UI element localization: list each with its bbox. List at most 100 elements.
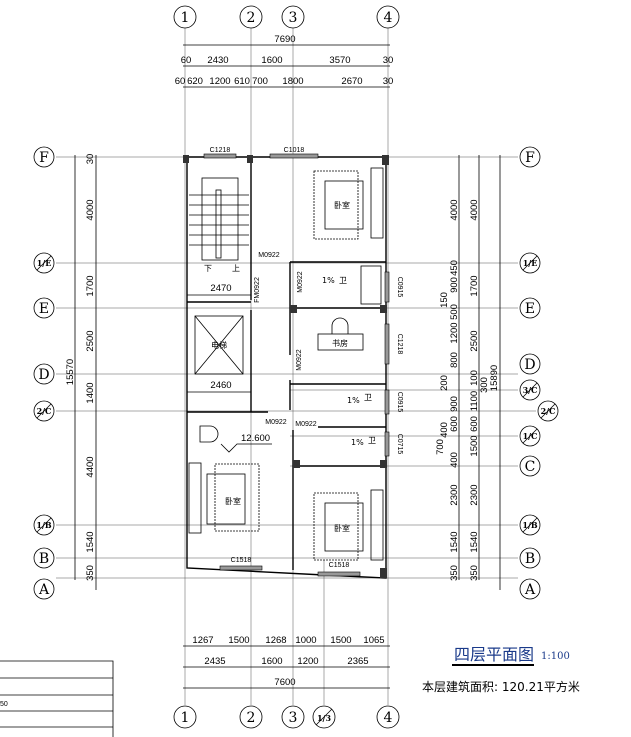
svg-text:60: 60 xyxy=(175,76,186,87)
bed-north: 卧室 xyxy=(313,167,384,240)
svg-text:1500: 1500 xyxy=(228,635,249,646)
svg-text:1500: 1500 xyxy=(469,435,480,456)
svg-text:1/B: 1/B xyxy=(522,520,537,530)
svg-text:1400: 1400 xyxy=(85,382,96,403)
svg-text:300: 300 xyxy=(479,377,490,393)
svg-text:2300: 2300 xyxy=(469,484,480,505)
svg-text:15570: 15570 xyxy=(65,359,76,385)
svg-text:30: 30 xyxy=(85,154,96,165)
svg-text:卧室: 卧室 xyxy=(225,496,241,506)
svg-text:1500: 1500 xyxy=(330,635,351,646)
bathroom-3: 1% 卫 xyxy=(351,436,376,447)
svg-text:700: 700 xyxy=(435,439,446,455)
axis-bubbles-bottom: 1 2 3 1/3 4 xyxy=(173,705,400,729)
bottom-dimensions: 1267 1500 1268 1000 1500 1065 2435 1600 … xyxy=(183,635,390,689)
svg-text:1540: 1540 xyxy=(85,531,96,552)
svg-text:1200: 1200 xyxy=(449,322,460,343)
svg-text:60: 60 xyxy=(181,55,192,66)
svg-text:3/C: 3/C xyxy=(523,385,538,395)
svg-text:B: B xyxy=(39,551,49,567)
svg-text:1700: 1700 xyxy=(469,275,480,296)
svg-text:D: D xyxy=(38,367,49,383)
svg-text:1267: 1267 xyxy=(192,635,213,646)
svg-text:C: C xyxy=(525,459,536,475)
svg-text:400: 400 xyxy=(449,452,460,468)
svg-text:1/B: 1/B xyxy=(36,520,51,530)
svg-text:E: E xyxy=(525,301,535,317)
svg-text:4000: 4000 xyxy=(85,199,96,220)
elevator: 电梯 2460 xyxy=(187,315,251,393)
svg-text:150: 150 xyxy=(439,292,450,308)
svg-text:2470: 2470 xyxy=(210,283,231,294)
svg-text:100: 100 xyxy=(469,370,480,386)
svg-text:2500: 2500 xyxy=(85,330,96,351)
walls xyxy=(183,155,389,579)
drawing-title: 四层平面图 1:100 本层建筑面积: 120.21平方米 xyxy=(422,645,580,694)
svg-text:4: 4 xyxy=(384,710,393,726)
level-marker: 12.600 xyxy=(199,425,272,453)
top-dimensions: 7690 60 2430 1600 3570 30 60 620 1200 61… xyxy=(175,34,393,88)
svg-text:1:100: 1:100 xyxy=(541,651,570,662)
svg-text:600: 600 xyxy=(449,416,460,432)
svg-text:书房: 书房 xyxy=(332,338,348,348)
svg-text:E: E xyxy=(39,301,49,317)
svg-text:7690: 7690 xyxy=(274,34,295,45)
title-block-table: 50 xyxy=(0,660,114,737)
svg-text:1%: 1% xyxy=(347,396,360,405)
svg-text:2300: 2300 xyxy=(449,484,460,505)
svg-text:1200: 1200 xyxy=(297,656,318,667)
bathroom-1: 1% 卫 xyxy=(322,265,382,305)
svg-text:上: 上 xyxy=(232,264,240,273)
svg-text:1268: 1268 xyxy=(265,635,286,646)
svg-text:C1518: C1518 xyxy=(231,557,252,564)
svg-text:350: 350 xyxy=(469,565,480,581)
axis-bubbles-top: 1 2 3 4 xyxy=(173,5,400,29)
svg-text:M0922: M0922 xyxy=(258,252,280,259)
svg-text:2: 2 xyxy=(247,710,256,726)
svg-text:卫: 卫 xyxy=(339,276,347,285)
svg-text:1065: 1065 xyxy=(363,635,384,646)
svg-text:2460: 2460 xyxy=(210,380,231,391)
svg-text:1000: 1000 xyxy=(295,635,316,646)
svg-text:2500: 2500 xyxy=(469,330,480,351)
svg-text:A: A xyxy=(38,582,50,598)
svg-text:900: 900 xyxy=(449,277,460,293)
svg-text:C1518: C1518 xyxy=(329,562,350,569)
svg-text:M0922: M0922 xyxy=(297,271,304,293)
svg-text:350: 350 xyxy=(449,565,460,581)
svg-text:3570: 3570 xyxy=(329,55,350,66)
bed-southeast: 卧室 xyxy=(313,489,384,561)
svg-text:2430: 2430 xyxy=(207,55,228,66)
svg-text:4000: 4000 xyxy=(449,199,460,220)
svg-text:620: 620 xyxy=(187,76,203,87)
svg-text:1600: 1600 xyxy=(261,55,282,66)
svg-text:下: 下 xyxy=(204,264,212,273)
svg-text:1%: 1% xyxy=(322,276,335,285)
svg-text:2435: 2435 xyxy=(204,656,225,667)
svg-text:1100: 1100 xyxy=(469,391,480,411)
svg-text:2670: 2670 xyxy=(341,76,362,87)
svg-text:3: 3 xyxy=(289,710,298,726)
svg-text:1800: 1800 xyxy=(282,76,303,87)
svg-text:卫: 卫 xyxy=(368,436,376,445)
svg-text:1700: 1700 xyxy=(85,275,96,296)
svg-text:1200: 1200 xyxy=(209,76,230,87)
bathroom-2: 1% 卫 xyxy=(347,393,372,405)
svg-text:800: 800 xyxy=(449,352,460,368)
svg-text:700: 700 xyxy=(252,76,268,87)
window-door-tags: C1218 C1018 C0915 C1218 C0915 C0715 C151… xyxy=(210,147,403,569)
svg-text:卫: 卫 xyxy=(364,393,372,402)
svg-text:450: 450 xyxy=(449,260,460,276)
svg-text:1/E: 1/E xyxy=(37,258,52,268)
axis-bubbles-right: F 1/E E D 3/C 2/C 1/C C 1/B B A xyxy=(519,146,559,600)
svg-text:4: 4 xyxy=(384,10,393,26)
svg-text:2: 2 xyxy=(247,10,256,26)
svg-text:1/E: 1/E xyxy=(523,258,538,268)
svg-text:2/C: 2/C xyxy=(541,406,556,416)
svg-text:4000: 4000 xyxy=(469,199,480,220)
svg-text:400: 400 xyxy=(439,422,450,438)
svg-text:M0922: M0922 xyxy=(295,421,317,428)
svg-text:电梯: 电梯 xyxy=(211,340,227,350)
svg-text:7600: 7600 xyxy=(274,677,295,688)
